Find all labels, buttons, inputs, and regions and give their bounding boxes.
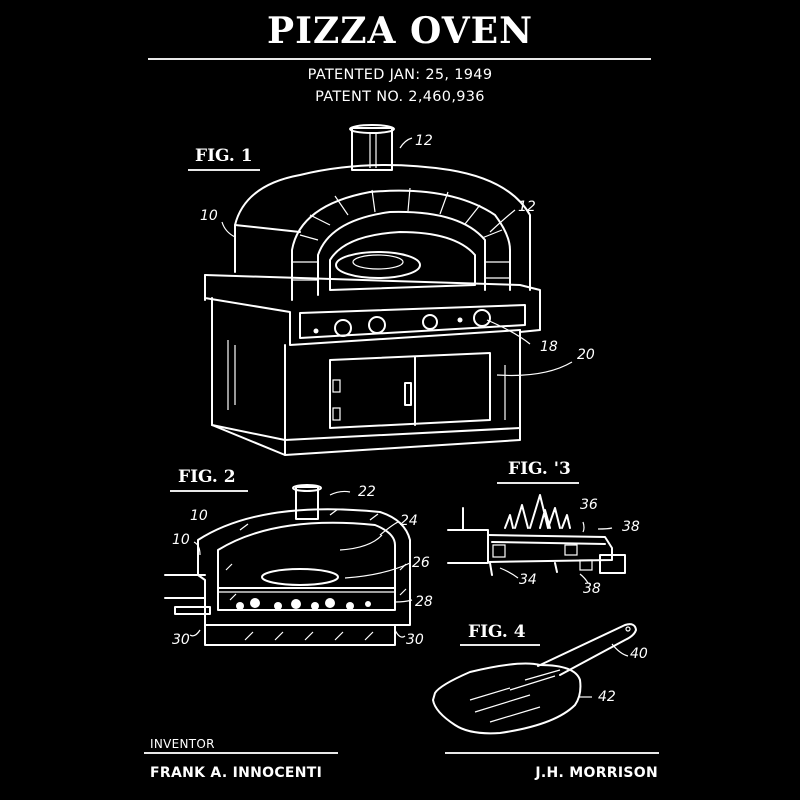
patent-number: PATENT NO. 2,460,936 — [315, 89, 485, 105]
fig-2-label: FIG. 2 — [178, 467, 236, 487]
ref-34: 34 — [519, 572, 537, 588]
fig-1-underline — [188, 169, 260, 171]
ref-28: 28 — [415, 594, 433, 610]
ref-30-right: 30 — [406, 632, 424, 648]
fig-3-underline — [497, 482, 579, 484]
ref-36: 36 — [580, 497, 598, 513]
ref-26: 26 — [412, 555, 430, 571]
page-title: PIZZA OVEN — [267, 10, 533, 52]
inventor-label: INVENTOR — [150, 737, 215, 751]
patent-date: PATENTED JAN: 25, 1949 — [307, 67, 493, 83]
attorney-name: J.H. MORRISON — [535, 765, 658, 781]
ref-40: 40 — [630, 646, 648, 662]
ref-12-arch: 12 — [518, 199, 536, 215]
ref-10-lower: 10 — [172, 532, 190, 548]
inventor-signature-line — [144, 752, 338, 754]
ref-38-lower: 38 — [583, 581, 601, 597]
ref-10-upper: 10 — [190, 508, 208, 524]
ref-42: 42 — [598, 689, 616, 705]
fig-1-label: FIG. 1 — [195, 146, 253, 166]
ref-20: 20 — [577, 347, 595, 363]
ref-24: 24 — [400, 513, 418, 529]
inventor-name: FRANK A. INNOCENTI — [150, 765, 323, 781]
ref-38-upper: 38 — [622, 519, 640, 535]
fig-4-underline — [460, 644, 540, 646]
ref-18: 18 — [540, 339, 558, 355]
ref-12-chimney: 12 — [415, 133, 433, 149]
ref-30-left: 30 — [172, 632, 190, 648]
ref-22: 22 — [358, 484, 376, 500]
ref-10: 10 — [200, 208, 218, 224]
fig-4-label: FIG. 4 — [468, 622, 526, 642]
title-divider — [148, 58, 651, 60]
fig-2-underline — [170, 490, 248, 492]
attorney-signature-line — [445, 752, 659, 754]
fig-3-label: FIG. '3 — [508, 459, 571, 479]
